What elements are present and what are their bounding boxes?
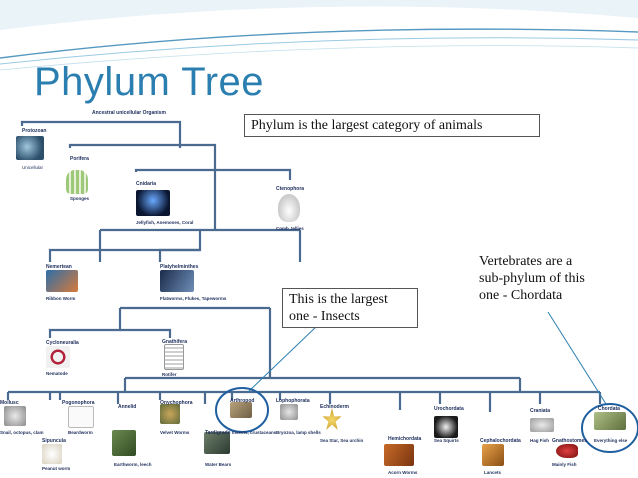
peanut-worm-label: Peanut worm	[42, 466, 71, 471]
callout-vertebrates-line1: Vertebrates are a	[479, 254, 573, 269]
gnathostomes-label: Gnathostomes	[552, 438, 588, 444]
rotifer-image	[164, 344, 184, 370]
lancets-label: Lancets	[484, 470, 502, 475]
mollusc-examples-label: Snail, octopus, clam	[0, 430, 44, 435]
velvet-worm-image	[160, 404, 180, 424]
arthropod-examples-label: Insects, crustaceans	[232, 430, 277, 435]
ctenophora-label: Ctenophora	[276, 186, 305, 192]
cycloneuralia-label: Cycloneuralia	[46, 340, 79, 346]
unicellular-label: Unicellular	[22, 165, 44, 170]
annelid-label: Annelid	[118, 404, 137, 410]
flatworm-image	[160, 270, 194, 292]
nematode-image	[46, 346, 70, 368]
sponge-image	[66, 170, 88, 194]
ribbon-worm-image	[46, 270, 78, 292]
acorn-worms-label: Acorn Worms	[388, 470, 418, 475]
comb-jellies-label: Comb Jellies	[276, 226, 304, 231]
callout-insects: This is the largest one - Insects	[282, 288, 418, 328]
annelid-examples-label: Earthworm, leech	[114, 462, 152, 467]
lophophorata-examples-label: Bryozoa, lamp shells	[276, 430, 321, 435]
beardworm-label: Beardworm	[68, 430, 93, 435]
urochordata-label: Urochordata	[434, 406, 464, 412]
gnathifera-label: Gnathifera	[162, 339, 188, 345]
water-bears-label: Water Bears	[205, 462, 232, 467]
mollusc-image	[4, 406, 26, 426]
sponges-label: Sponges	[70, 196, 90, 201]
callout-vertebrates-line2: sub-phylum of this	[479, 271, 585, 286]
lophophorata-image	[280, 404, 298, 420]
arthropod-label: Arthropod	[230, 398, 255, 404]
craniata-label: Craniata	[530, 408, 551, 414]
comb-jelly-image	[278, 194, 300, 222]
jellyfish-image	[136, 190, 170, 216]
arthropod-image	[230, 402, 252, 418]
beardworm-image	[68, 406, 94, 428]
pogonophora-label: Pogonophora	[62, 400, 95, 406]
platyhelminthes-examples-label: Flatworms, Flukes, Tapeworms	[160, 296, 227, 301]
water-bear-image	[204, 432, 230, 454]
rotifer-label: Rotifer	[162, 372, 177, 377]
peanut-worm-image	[42, 444, 62, 464]
cephalochordata-label: Cephalochordata	[480, 438, 521, 444]
mollusc-label: Mollusc	[0, 400, 19, 406]
hag-fish-label: Hag Fish	[530, 438, 550, 443]
nemertean-label: Nemertean	[46, 264, 72, 270]
protozoan-image	[16, 136, 44, 160]
callout-vertebrates-line3: one - Chordata	[479, 288, 563, 303]
hemichordata-label: Hemichordata	[388, 436, 422, 442]
acorn-worm-image	[384, 444, 414, 466]
onychophora-label: Onychophora	[160, 400, 193, 406]
chordata-image	[594, 412, 626, 430]
fish-image	[556, 444, 578, 458]
hagfish-image	[530, 418, 554, 432]
cnidaria-label: Cnidaria	[136, 181, 157, 187]
porifera-label: Porifera	[70, 156, 89, 162]
cnidaria-examples-label: Jellyfish, Anemones, Coral	[136, 220, 194, 225]
lophophorata-label: Lophophorata	[276, 398, 310, 404]
ribbon-worm-label: Ribbon Worm	[46, 296, 76, 301]
nematode-label: Nematode	[46, 371, 68, 376]
callout-largest-category: Phylum is the largest category of animal…	[244, 114, 540, 137]
velvet-worms-label: Velvet Worms	[160, 430, 190, 435]
callout-insects-line1: This is the largest	[289, 292, 388, 307]
platyhelminthes-label: Platyhelminthes	[160, 264, 199, 270]
everything-else-label: Everything else	[594, 438, 628, 443]
protozoan-label: Protozoan	[22, 128, 47, 134]
sea-squirts-label: Sea Squirts	[434, 438, 459, 443]
lancet-image	[482, 444, 504, 466]
mainly-fish-label: Mainly Fish	[552, 462, 577, 467]
sipuncula-label: Sipuncula	[42, 438, 66, 444]
echinoderm-examples-label: Sea Star, Sea urchin	[320, 438, 364, 443]
callout-vertebrates: Vertebrates are a sub-phylum of this one…	[476, 252, 626, 305]
annelid-image	[112, 430, 136, 456]
sea-squirt-image	[434, 416, 458, 438]
tardigrade-label: Tardigrade	[205, 430, 231, 436]
callout-insects-line2: one - Insects	[289, 309, 360, 324]
chordata-label: Chordata	[598, 406, 620, 412]
callout-largest-category-text: Phylum is the largest category of animal…	[251, 118, 483, 133]
slide-title: Phylum Tree	[34, 60, 265, 104]
root-label: Ancestral unicellular Organism	[92, 110, 166, 116]
echinoderm-label: Echinoderm	[320, 404, 349, 410]
